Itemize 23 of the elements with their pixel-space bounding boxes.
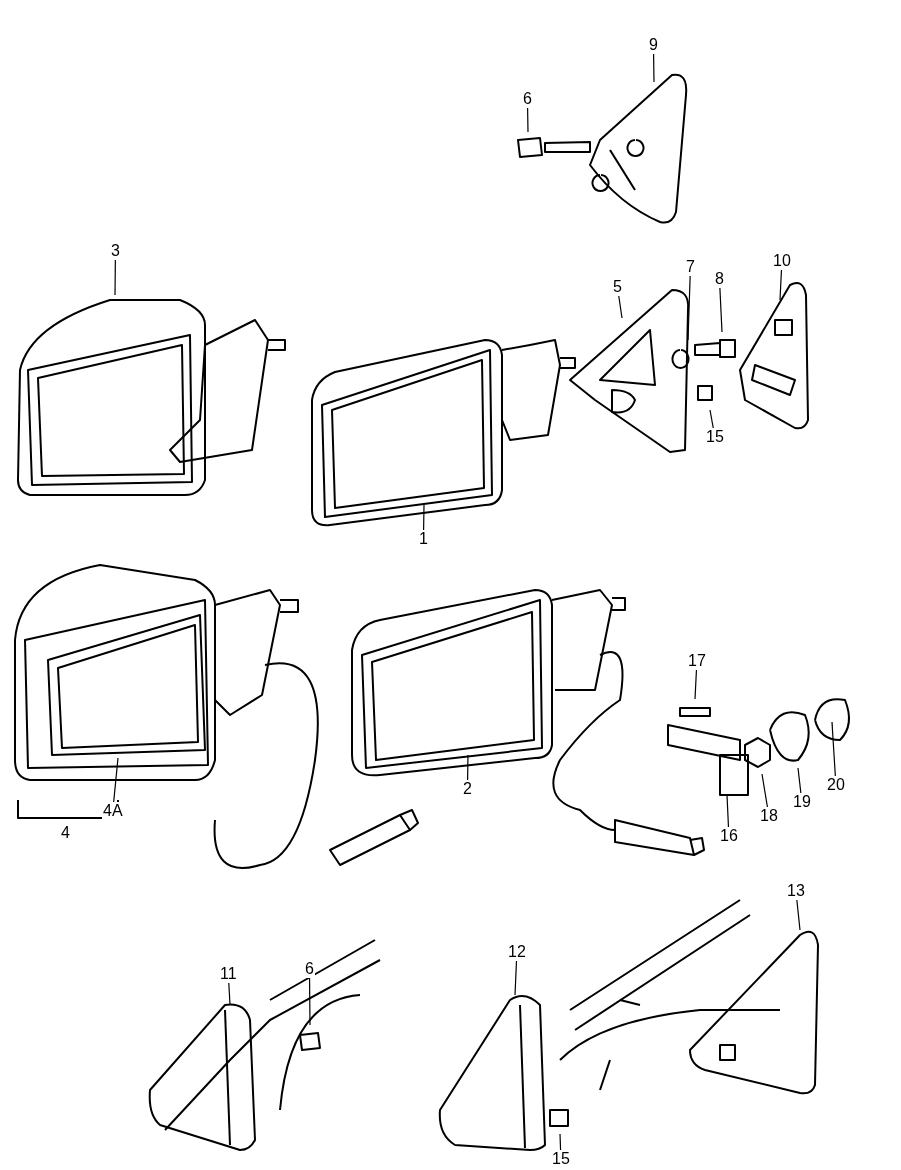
leader-line: [761, 773, 768, 808]
leader-line: [228, 982, 231, 1006]
leader-line: [114, 259, 116, 296]
leader-line: [726, 794, 730, 828]
leader-line: [687, 275, 691, 341]
callout-number: 6: [304, 960, 315, 978]
leader-line: [796, 899, 801, 931]
leader-line: [779, 269, 783, 301]
leader-line: [423, 504, 425, 531]
leader-line: [467, 754, 469, 781]
leader-line: [709, 409, 714, 429]
leader-line: [618, 295, 623, 319]
leader-line: [559, 1133, 562, 1151]
leader-line: [113, 757, 119, 803]
callout-number: 4A: [102, 802, 124, 820]
leader-line: [308, 977, 311, 1026]
leader-line: [831, 721, 836, 777]
leader-line: [797, 767, 802, 794]
leader-line: [653, 53, 655, 83]
leader-line: [719, 287, 723, 333]
leader-line: [514, 960, 518, 996]
leader-line: [527, 107, 529, 133]
leader-line: [694, 669, 698, 700]
